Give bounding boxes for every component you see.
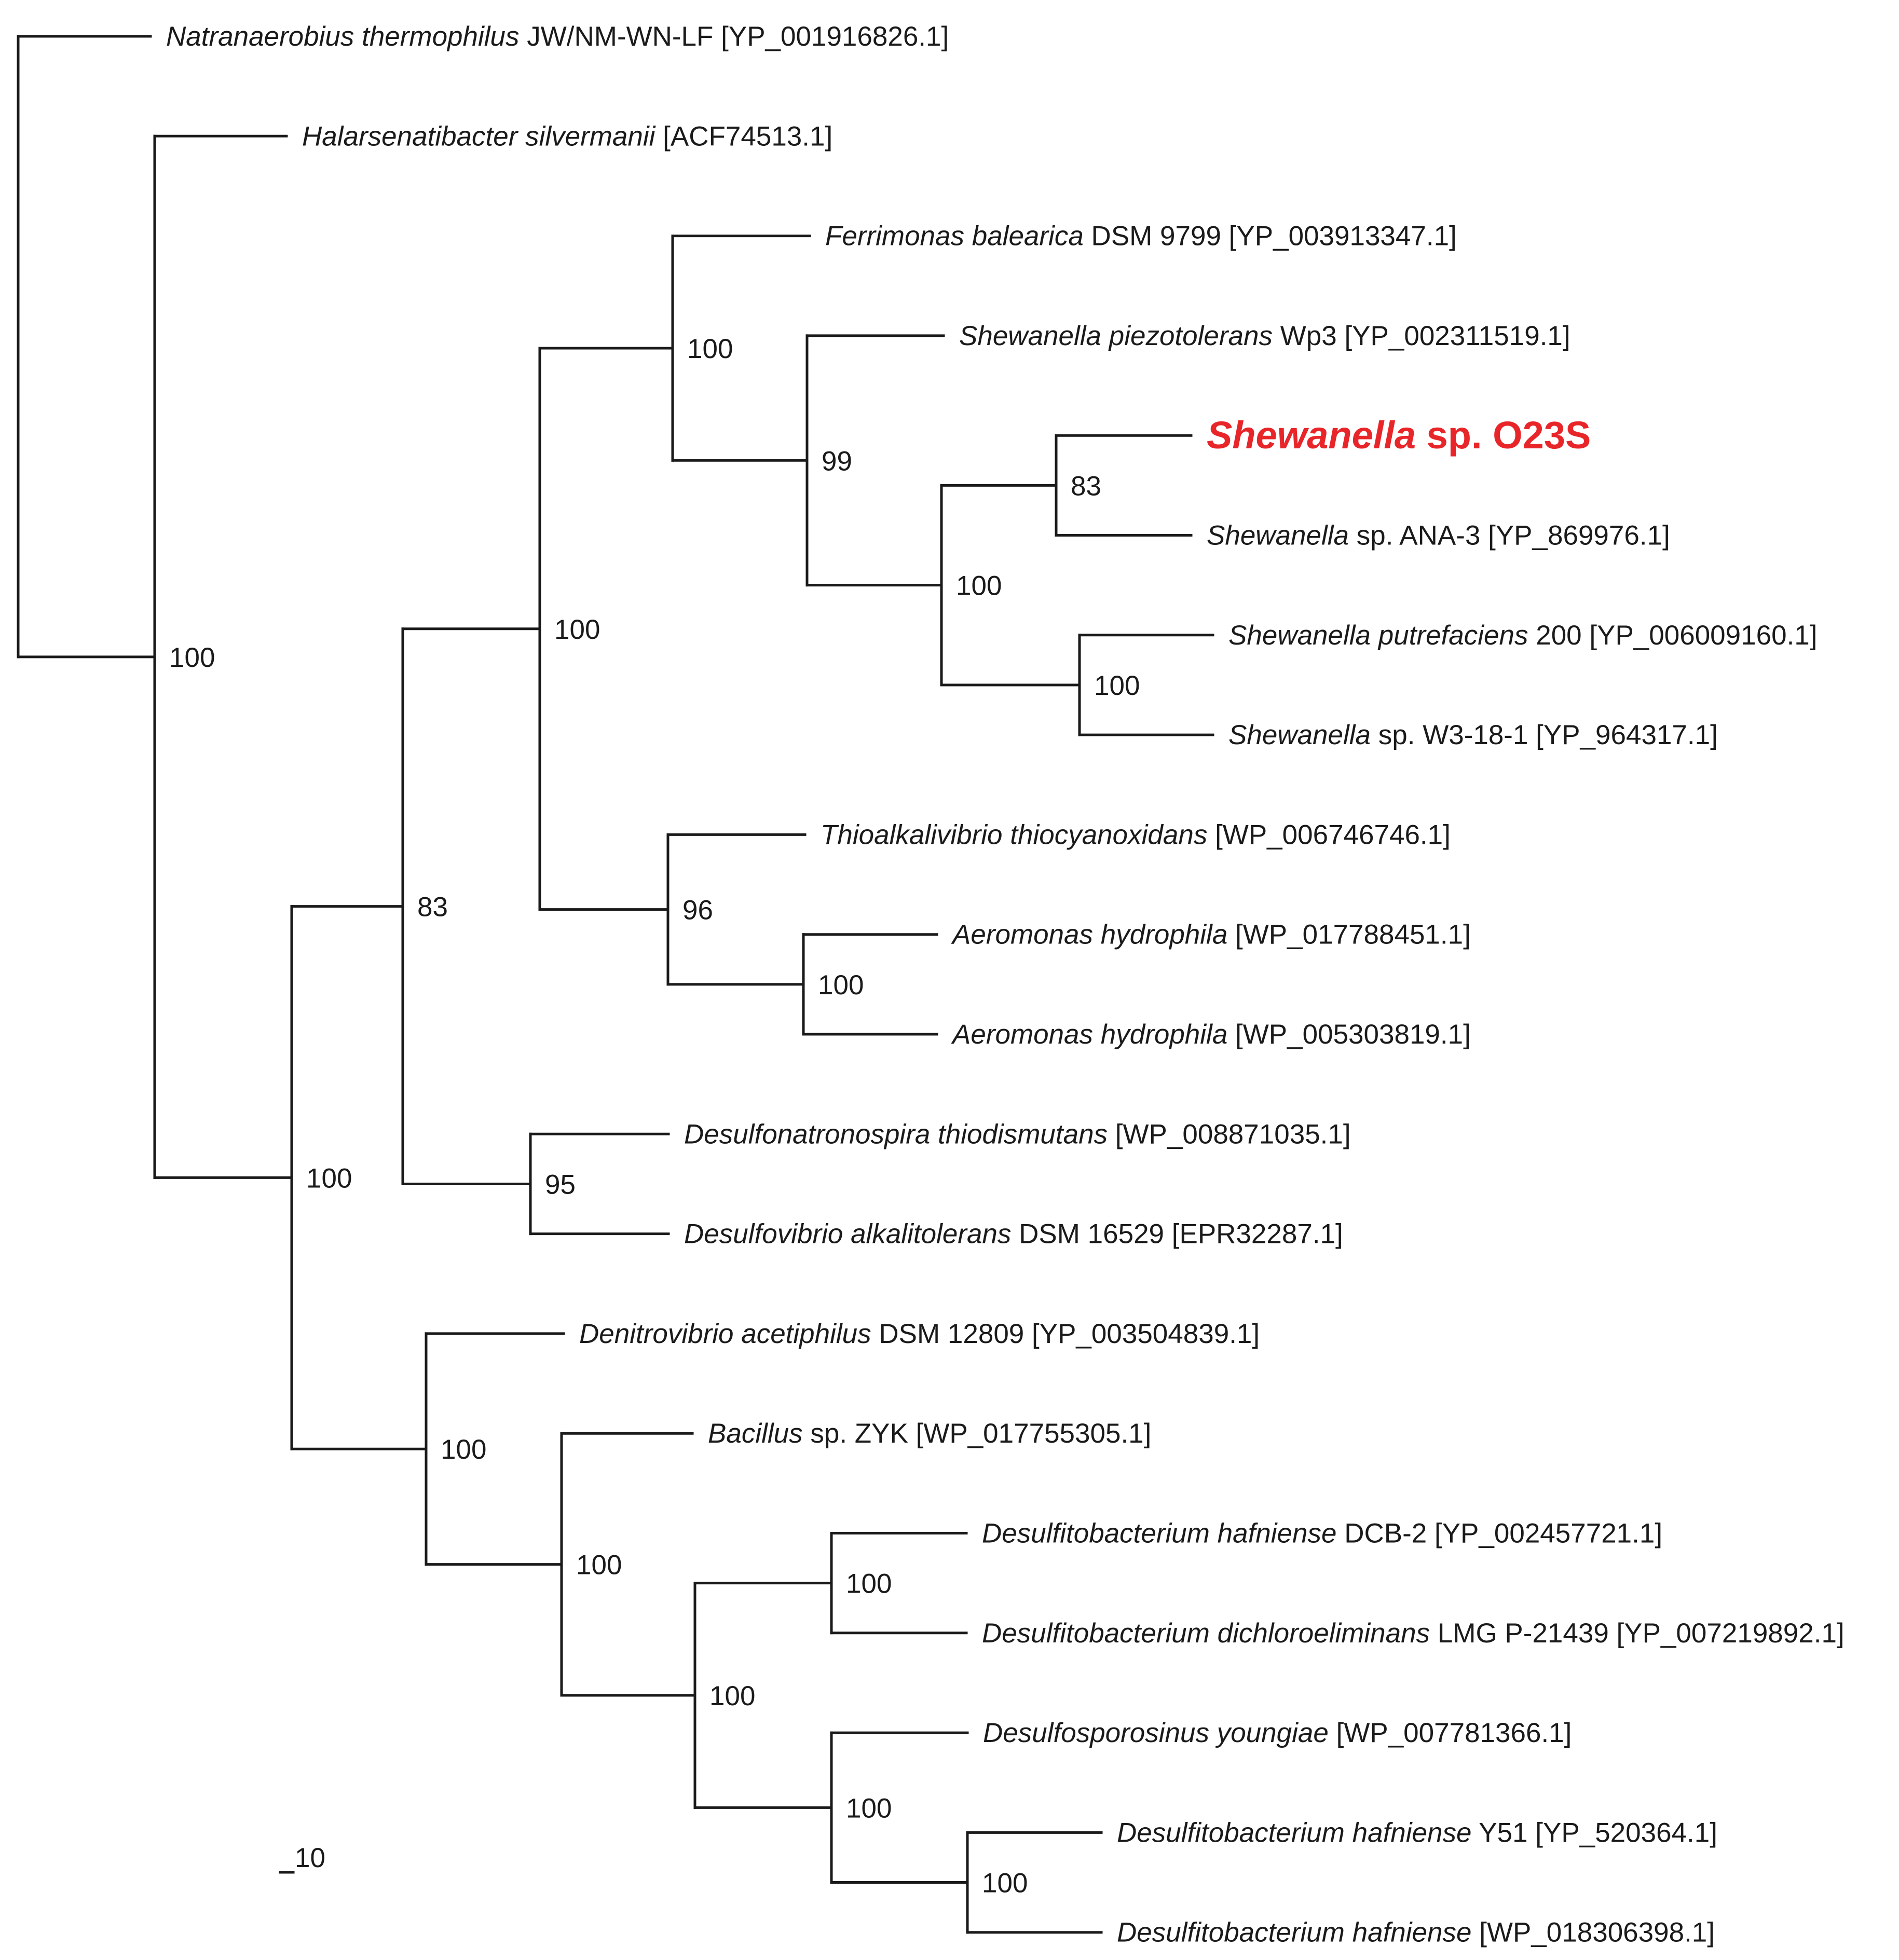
bootstrap-value-E: 100	[687, 334, 733, 364]
accession-text: DSM 16529 [EPR32287.1]	[1011, 1219, 1343, 1250]
accession-text: DSM 9799 [YP_003913347.1]	[1084, 221, 1457, 252]
bootstrap-value-N: 100	[846, 1569, 892, 1599]
species-name: Aeromonas hydrophila	[951, 1019, 1227, 1050]
bootstrap-value-G1: 83	[1071, 471, 1101, 501]
species-name: Desulfitobacterium dichloroeliminans	[982, 1618, 1430, 1649]
species-name: Halarsenatibacter silvermanii	[302, 121, 656, 152]
species-name: Ferrimonas balearica	[825, 221, 1084, 252]
bootstrap-value-I: 95	[545, 1169, 576, 1200]
species-name: Shewanella piezotolerans	[959, 321, 1273, 351]
species-name: Natranaerobius thermophilus	[166, 21, 520, 52]
species-name: Shewanella	[1228, 720, 1371, 750]
leaf-label-L16: Desulfitobacterium hafniense DCB-2 [YP_0…	[982, 1518, 1662, 1549]
leaf-label-L8: Shewanella sp. W3-18-1 [YP_964317.1]	[1228, 720, 1718, 750]
leaf-label-L12: Desulfonatronospira thiodismutans [WP_00…	[684, 1119, 1351, 1149]
accession-text: [WP_006746746.1]	[1207, 819, 1451, 850]
bootstrap-value-H1: 100	[818, 970, 864, 1000]
species-name: Desulfitobacterium hafniense	[1117, 1917, 1472, 1948]
species-name: Desulfitobacterium hafniense	[1117, 1817, 1472, 1848]
species-name: Denitrovibrio acetiphilus	[579, 1319, 871, 1349]
accession-text: sp. ZYK [WP_017755305.1]	[803, 1418, 1152, 1449]
accession-text: sp. W3-18-1 [YP_964317.1]	[1371, 720, 1718, 750]
leaf-label-L15: Bacillus sp. ZYK [WP_017755305.1]	[708, 1418, 1151, 1449]
leaf-labels: Natranaerobius thermophilus JW/NM-WN-LF …	[166, 21, 1845, 1948]
leaf-label-L9: Thioalkalivibrio thiocyanoxidans [WP_006…	[821, 819, 1451, 850]
accession-text: [WP_018306398.1]	[1472, 1917, 1715, 1948]
leaf-label-L7: Shewanella putrefaciens 200 [YP_00600916…	[1228, 620, 1818, 651]
accession-text: 200 [YP_006009160.1]	[1528, 620, 1818, 651]
bootstrap-value-P: 100	[982, 1868, 1028, 1899]
species-name: Shewanella putrefaciens	[1228, 620, 1528, 651]
leaf-label-L1: Natranaerobius thermophilus JW/NM-WN-LF …	[166, 21, 949, 52]
species-name: Bacillus	[708, 1418, 803, 1449]
bootstrap-value-H: 96	[682, 895, 713, 926]
leaf-label-L10: Aeromonas hydrophila [WP_017788451.1]	[951, 920, 1471, 950]
species-name: Desulfovibrio alkalitolerans	[684, 1219, 1011, 1250]
bootstrap-value-B: 100	[306, 1163, 352, 1194]
bootstrap-value-F: 99	[822, 446, 852, 476]
bootstrap-value-O: 100	[846, 1793, 892, 1824]
leaf-label-L3: Ferrimonas balearica DSM 9799 [YP_003913…	[825, 221, 1457, 252]
species-name: Desulfosporosinus youngiae	[983, 1718, 1329, 1748]
species-name: Desulfitobacterium hafniense	[982, 1518, 1337, 1549]
bootstrap-value-G: 100	[956, 571, 1002, 601]
leaf-label-L11: Aeromonas hydrophila [WP_005303819.1]	[951, 1019, 1471, 1050]
scale-bar: 10	[279, 1843, 325, 1874]
leaf-label-L17: Desulfitobacterium dichloroeliminans LMG…	[982, 1618, 1845, 1649]
leaf-label-L18: Desulfosporosinus youngiae [WP_007781366…	[983, 1718, 1572, 1748]
accession-text: [ACF74513.1]	[655, 121, 832, 152]
accession-text: Wp3 [YP_002311519.1]	[1273, 321, 1570, 351]
accession-text: Y51 [YP_520364.1]	[1472, 1817, 1717, 1848]
bootstrap-value-M: 100	[709, 1681, 755, 1711]
bootstrap-value-D: 100	[554, 614, 600, 645]
leaf-label-L6: Shewanella sp. ANA-3 [YP_869976.1]	[1207, 520, 1670, 551]
accession-text: DSM 12809 [YP_003504839.1]	[871, 1319, 1260, 1349]
scale-bar-label: 10	[295, 1843, 325, 1873]
bootstrap-value-K: 100	[576, 1550, 622, 1581]
accession-text: JW/NM-WN-LF [YP_001916826.1]	[520, 21, 949, 52]
leaf-label-L2: Halarsenatibacter silvermanii [ACF74513.…	[302, 121, 832, 152]
bootstrap-values: 100 100 83 100 100 99 100 83 100 96 100 95 100 100 100…	[169, 334, 1140, 1899]
leaf-label-L19: Desulfitobacterium hafniense Y51 [YP_520…	[1117, 1817, 1717, 1848]
leaf-label-L5: Shewanella sp. O23S	[1207, 414, 1591, 457]
tree-branches	[17, 35, 1214, 1934]
bootstrap-value-A: 100	[169, 642, 215, 673]
accession-text: [WP_008871035.1]	[1108, 1119, 1351, 1149]
accession-text: [WP_005303819.1]	[1227, 1019, 1471, 1050]
accession-text: sp. O23S	[1416, 414, 1591, 457]
bootstrap-value-G2: 100	[1094, 670, 1140, 701]
leaf-label-L14: Denitrovibrio acetiphilus DSM 12809 [YP_…	[579, 1319, 1260, 1349]
species-name: Thioalkalivibrio thiocyanoxidans	[821, 819, 1207, 850]
accession-text: sp. ANA-3 [YP_869976.1]	[1349, 520, 1670, 551]
species-name: Shewanella	[1207, 414, 1416, 457]
leaf-label-L4: Shewanella piezotolerans Wp3 [YP_0023115…	[959, 321, 1570, 351]
species-name: Shewanella	[1207, 520, 1349, 551]
accession-text: DCB-2 [YP_002457721.1]	[1337, 1518, 1663, 1549]
leaf-label-L13: Desulfovibrio alkalitolerans DSM 16529 […	[684, 1219, 1343, 1250]
leaf-label-L20: Desulfitobacterium hafniense [WP_0183063…	[1117, 1917, 1715, 1948]
bootstrap-value-J: 100	[441, 1434, 486, 1465]
accession-text: [WP_007781366.1]	[1329, 1718, 1572, 1748]
species-name: Aeromonas hydrophila	[951, 920, 1227, 950]
species-name: Desulfonatronospira thiodismutans	[684, 1119, 1108, 1149]
bootstrap-value-C: 83	[417, 892, 448, 923]
accession-text: LMG P-21439 [YP_007219892.1]	[1430, 1618, 1845, 1649]
accession-text: [WP_017788451.1]	[1227, 920, 1471, 950]
